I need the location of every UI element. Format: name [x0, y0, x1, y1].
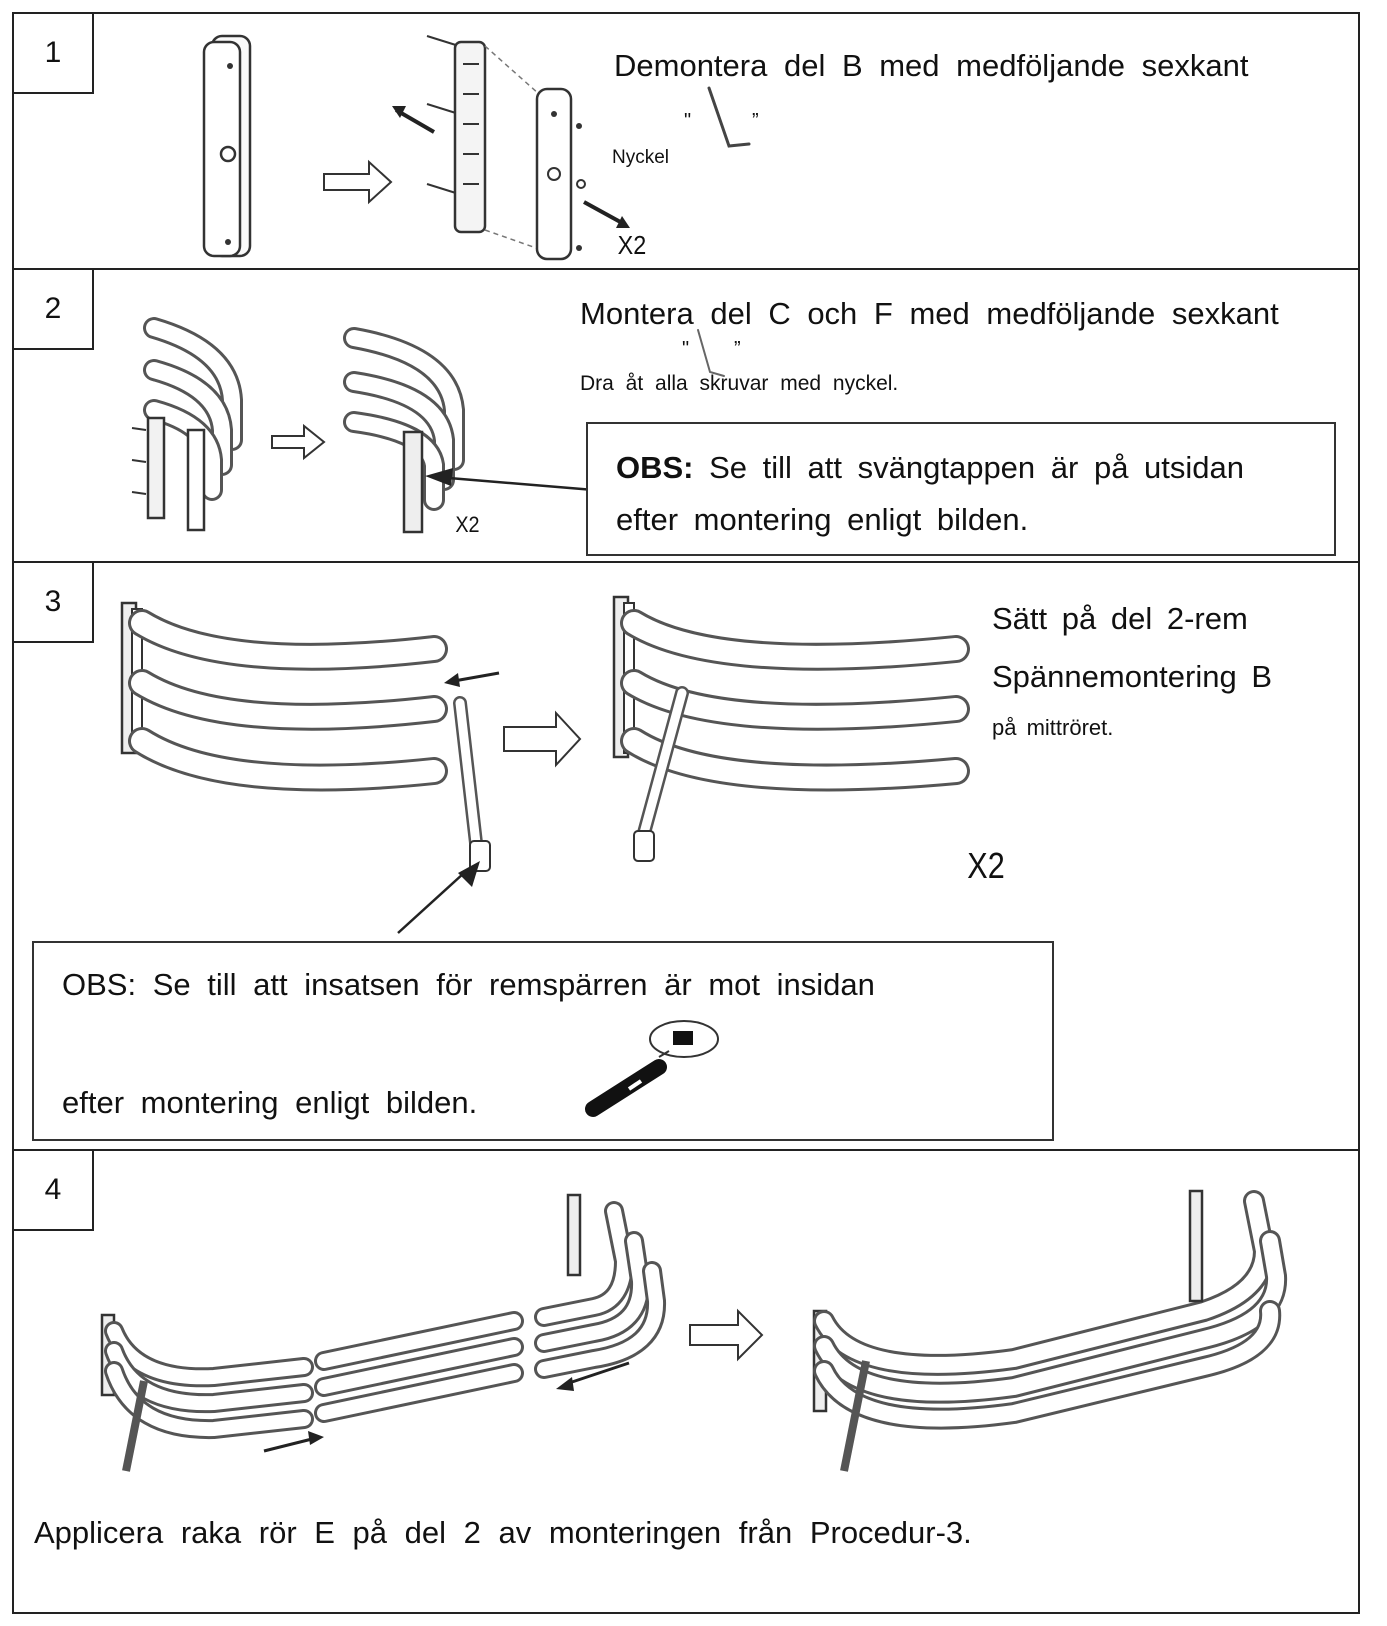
step-1-tool-label: Nyckel	[612, 147, 670, 168]
step-2-panel: 2 X2 Montera del C och F med medföl	[12, 268, 1360, 563]
step-1-quote-close: ”	[752, 110, 759, 132]
tube-frame-loose-icon	[120, 601, 448, 792]
frame-with-loose-tubes-icon	[100, 1193, 667, 1472]
step-2-quote-open: "	[682, 338, 690, 360]
note-line-1: Se till att svängtappen är på utsidan	[709, 450, 1245, 485]
step-2-number: 2	[14, 270, 94, 350]
step-3-multiplier: X2	[967, 845, 1005, 886]
pointer-arrow-icon	[397, 861, 480, 934]
arrow-right-icon	[263, 1437, 313, 1453]
step-2-instruction: Montera del C och F med medföljande sexk…	[580, 296, 1279, 331]
step-2-note-box: OBS: Se till att svängtappen är på utsid…	[586, 422, 1336, 556]
step-3-line-3: på mittröret.	[992, 715, 1114, 740]
note-obs-label: OBS:	[616, 450, 694, 485]
bracket-exploded-icon	[426, 35, 586, 261]
tube-arc-assembled-icon	[343, 327, 465, 534]
step-1-number: 1	[14, 14, 94, 94]
hex-key-icon	[707, 86, 751, 148]
step-3-number: 3	[14, 563, 94, 643]
step-1-illustration	[202, 34, 630, 261]
step-2-subtext: Dra åt alla skruvar med nyckel.	[580, 372, 899, 395]
note-line-2: efter montering enligt bilden.	[616, 502, 1029, 537]
tube-arc-loose-icon	[131, 317, 243, 532]
arrow-right-icon	[583, 200, 625, 226]
hollow-arrow-icon	[503, 710, 582, 768]
step-4-illustration	[100, 1189, 1288, 1472]
frame-assembled-icon	[812, 1189, 1288, 1472]
step-2-quote-close: ”	[734, 338, 741, 360]
step-1-multiplier: X2	[617, 230, 647, 260]
step-4-caption: Applicera raka rör E på del 2 av monteri…	[34, 1515, 972, 1550]
step-1-instruction: Demontera del B med medföljande sexkant	[614, 48, 1249, 83]
step-1-quote-open: "	[684, 110, 692, 132]
strap-lock-icon	[585, 1020, 719, 1117]
step-3-illustration	[120, 595, 970, 872]
note-line-2: efter montering enligt bilden.	[62, 1085, 478, 1120]
note-line-1: OBS: Se till att insatsen för remspärren…	[62, 967, 875, 1002]
step-2-multiplier: X2	[455, 512, 480, 537]
pointer-arrow-icon	[425, 468, 595, 492]
bracket-assembled-icon	[202, 34, 252, 258]
step-3-line-1: Sätt på del 2-rem	[992, 601, 1248, 636]
step-3-note-box: OBS: Se till att insatsen för remspärren…	[32, 941, 1054, 1141]
arrow-left-icon	[453, 671, 500, 683]
arrow-left-icon	[394, 108, 436, 134]
hex-key-icon	[697, 329, 725, 377]
step-3-panel: 3	[12, 561, 1360, 1151]
tube-frame-assembled-icon	[612, 595, 970, 862]
hollow-arrow-icon	[323, 159, 393, 205]
hollow-arrow-icon	[689, 1308, 764, 1362]
step-3-line-2: Spännemontering B	[992, 659, 1273, 694]
step-4-panel: 4	[12, 1149, 1360, 1614]
step-2-illustration	[131, 317, 465, 534]
step-4-number: 4	[14, 1151, 94, 1231]
step-1-panel: 1 X2	[12, 12, 1360, 270]
arrow-left-icon	[568, 1361, 630, 1385]
strap-icon	[453, 696, 491, 872]
hollow-arrow-icon	[271, 423, 326, 461]
